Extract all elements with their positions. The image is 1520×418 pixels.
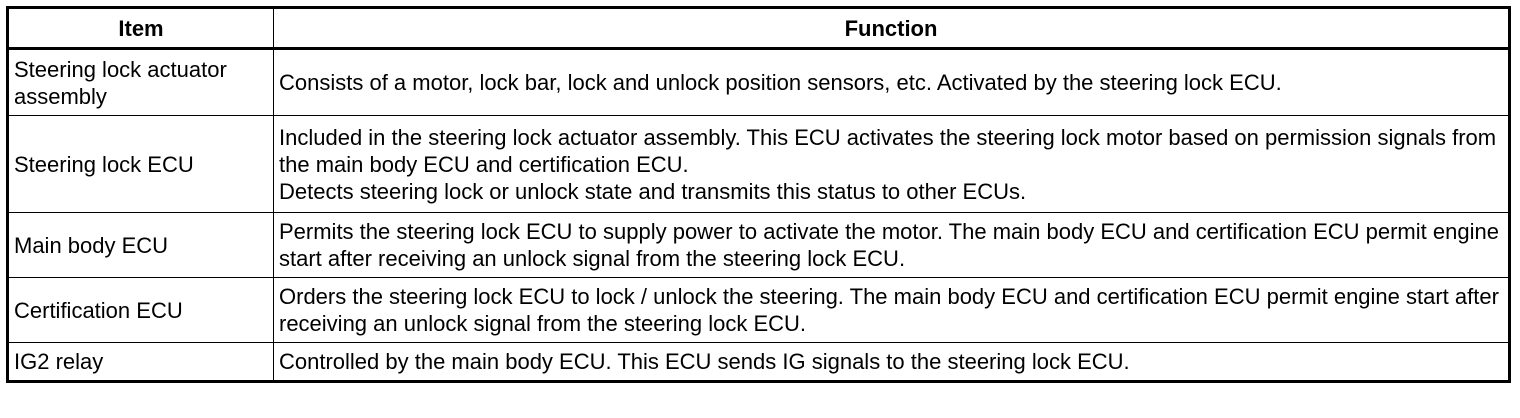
table-row: Steering lock ECU Included in the steeri… [7, 115, 1510, 213]
function-cell: Included in the steering lock actuator a… [273, 115, 1510, 213]
table-row: Main body ECU Permits the steering lock … [7, 212, 1510, 278]
table-header-row: Item Function [7, 7, 1510, 50]
item-cell: Steering lock ECU [7, 115, 274, 213]
function-cell: Consists of a motor, lock bar, lock and … [273, 48, 1510, 116]
function-table-container: Item Function Steering lock actuator ass… [6, 6, 1511, 383]
table-row: Steering lock actuator assembly Consists… [7, 48, 1510, 116]
function-text: Consists of a motor, lock bar, lock and … [279, 70, 1282, 95]
table-row: IG2 relay Controlled by the main body EC… [7, 342, 1510, 382]
function-text: Included in the steering lock actuator a… [279, 124, 1497, 177]
function-cell: Permits the steering lock ECU to supply … [273, 212, 1510, 278]
function-table: Item Function Steering lock actuator ass… [6, 6, 1511, 383]
item-cell: IG2 relay [7, 342, 274, 382]
function-text: Detects steering lock or unlock state an… [279, 178, 1027, 204]
function-cell: Controlled by the main body ECU. This EC… [273, 342, 1510, 382]
item-cell: Certification ECU [7, 277, 274, 343]
function-text: Controlled by the main body ECU. This EC… [279, 349, 1130, 374]
item-cell: Main body ECU [7, 212, 274, 278]
item-cell: Steering lock actuator assembly [7, 48, 274, 116]
function-text: Orders the steering lock ECU to lock / u… [279, 284, 1499, 336]
header-function: Function [273, 7, 1510, 50]
function-cell: Orders the steering lock ECU to lock / u… [273, 277, 1510, 343]
function-text: Permits the steering lock ECU to supply … [279, 219, 1499, 271]
header-item: Item [7, 7, 274, 50]
table-row: Certification ECU Orders the steering lo… [7, 277, 1510, 343]
